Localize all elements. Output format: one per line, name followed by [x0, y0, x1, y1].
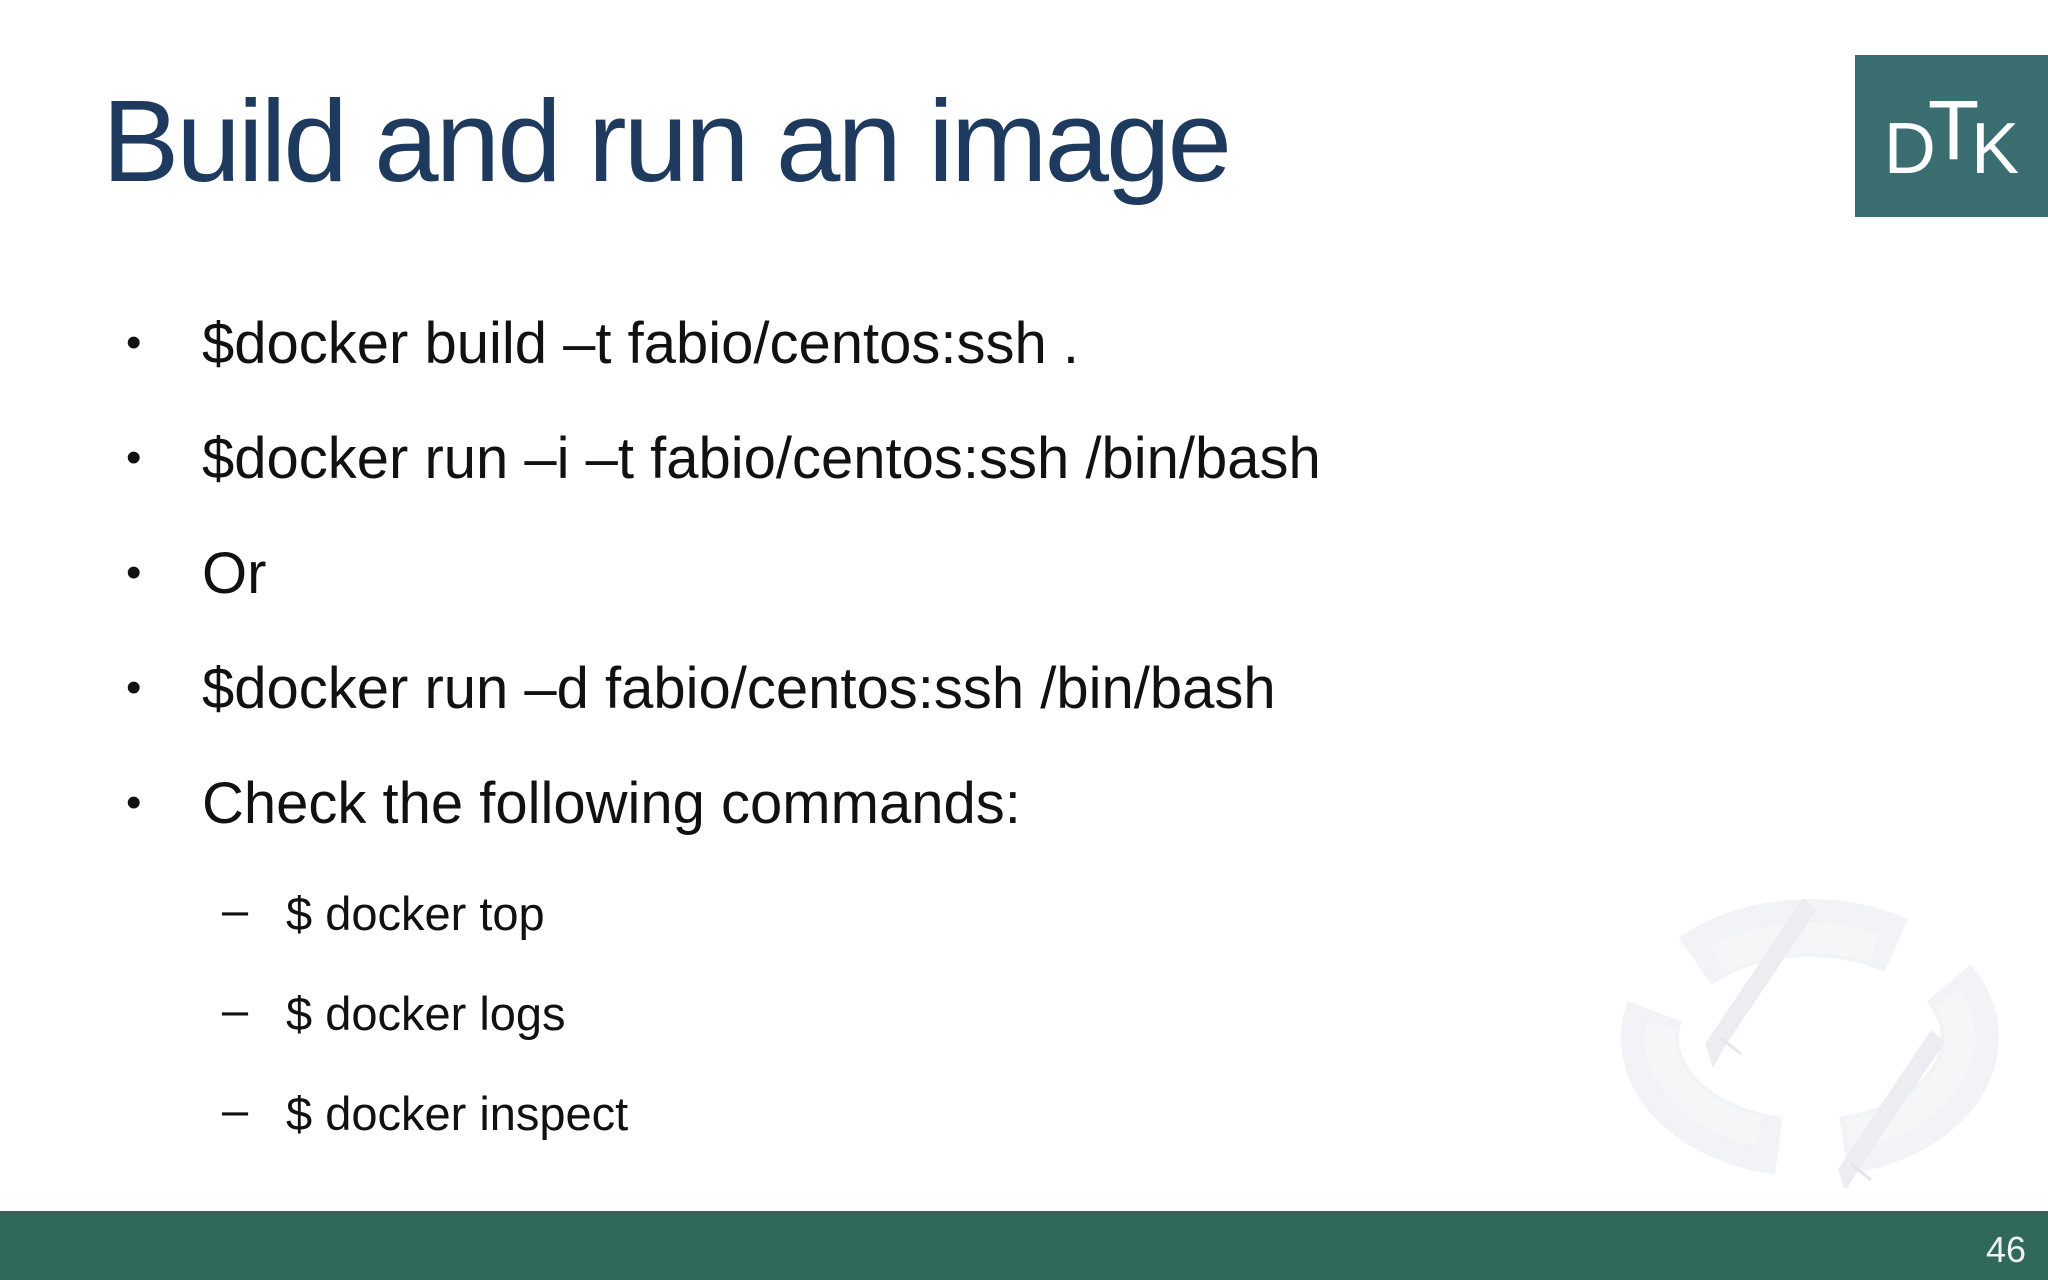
sub-list-item: – $ docker inspect: [0, 1086, 1988, 1140]
sub-bullet-text: $ docker logs: [286, 987, 566, 1040]
dash-icon: –: [222, 983, 249, 1036]
bullet-text: $docker run –i –t fabio/centos:ssh /bin/…: [202, 426, 1321, 491]
bullet-text: Or: [202, 541, 267, 606]
list-item: • Or: [0, 545, 1988, 603]
bullet-icon: •: [126, 433, 142, 482]
bullet-text: $docker run –d fabio/centos:ssh /bin/bas…: [202, 656, 1276, 721]
bullet-icon: •: [126, 663, 142, 712]
list-item: • $docker run –d fabio/centos:ssh /bin/b…: [0, 660, 1988, 718]
footer-bar: 46: [0, 1211, 2048, 1280]
bullet-text: $docker build –t fabio/centos:ssh .: [202, 311, 1079, 376]
bullet-icon: •: [126, 548, 142, 597]
bullet-icon: •: [126, 778, 142, 827]
logo-letter-k: K: [1971, 109, 2020, 190]
dash-icon: –: [222, 883, 249, 936]
list-item: • $docker build –t fabio/centos:ssh .: [0, 315, 1988, 373]
page-number: 46: [1985, 1228, 2026, 1270]
logo-letter-t: T: [1927, 83, 1980, 178]
page-title: Build and run an image: [102, 76, 1232, 206]
bullet-icon: •: [126, 318, 142, 367]
list-item: • $docker run –i –t fabio/centos:ssh /bi…: [0, 430, 1988, 488]
sub-bullet-text: $ docker top: [286, 887, 545, 940]
dash-icon: –: [222, 1083, 249, 1136]
sub-list-item: – $ docker top: [0, 886, 1988, 940]
bullet-text: Check the following commands:: [202, 771, 1021, 836]
sub-list-item: – $ docker logs: [0, 986, 1988, 1040]
sub-bullet-text: $ docker inspect: [286, 1087, 629, 1140]
list-item: • Check the following commands:: [0, 775, 1988, 833]
logo-letter-d: D: [1883, 109, 1936, 190]
